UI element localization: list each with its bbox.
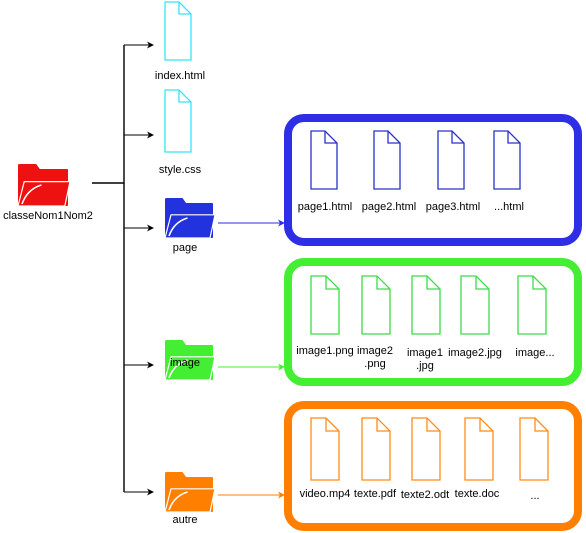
file-label-index-html: index.html	[154, 70, 206, 82]
root-folder-icon	[17, 164, 71, 207]
file-label-image2-jpg: image2.jpg	[448, 347, 502, 359]
tree-branch-arrow-4	[124, 488, 154, 496]
autre-file-icon-5	[519, 417, 549, 481]
file-label-image-more: image...	[515, 347, 555, 359]
autre-file-icon-3	[411, 417, 441, 481]
page-file-icon-1	[310, 130, 338, 190]
file-label-texte-pdf: texte.pdf	[353, 488, 397, 500]
file-label-image2-png: image2 .png	[356, 345, 394, 370]
root-folder-label: classeNom1Nom2	[3, 210, 93, 222]
tree-branch-arrow-0	[124, 41, 154, 49]
file-label-page1: page1.html	[297, 201, 353, 213]
file-label-style-css: style.css	[158, 164, 202, 176]
index-html-file-icon	[164, 1, 192, 61]
file-label-autre-more: ...	[530, 490, 540, 502]
image-folder-icon	[164, 340, 216, 381]
image-arrow	[218, 363, 285, 371]
icons-layer	[17, 1, 549, 513]
image-file-icon-4	[460, 275, 490, 335]
page-file-icon-2	[373, 130, 401, 190]
image-file-icon-3	[411, 275, 441, 335]
connector-lines	[92, 41, 285, 499]
folder-label-image: image	[170, 357, 200, 369]
file-label-video-mp4: video.mp4	[299, 488, 351, 500]
page-arrow	[218, 219, 285, 227]
image-file-icon-1	[310, 275, 340, 335]
image-file-icon-2	[361, 275, 391, 335]
tree-branch-arrow-1	[124, 131, 154, 139]
file-label-page-more: ...html	[494, 201, 524, 213]
file-label-texte-doc: texte.doc	[454, 488, 500, 500]
autre-file-icon-1	[310, 417, 340, 481]
tree-branch-arrow-3	[124, 361, 154, 369]
file-label-page3: page3.html	[425, 201, 481, 213]
folder-label-page: page	[172, 242, 198, 254]
page-file-icon-4	[493, 130, 521, 190]
file-label-page2: page2.html	[361, 201, 417, 213]
style-css-file-icon	[164, 89, 192, 153]
image-file-icon-5	[517, 275, 547, 335]
file-label-image1-jpg: image1 .jpg	[406, 347, 444, 372]
autre-folder-icon	[164, 472, 216, 513]
page-folder-icon	[164, 198, 216, 239]
file-label-image1-png: image1.png	[296, 345, 354, 357]
folder-label-autre: autre	[172, 514, 198, 526]
page-file-icon-3	[437, 130, 465, 190]
tree-branch-arrow-2	[124, 224, 154, 232]
autre-file-icon-2	[361, 417, 391, 481]
autre-arrow	[218, 491, 285, 499]
autre-file-icon-4	[464, 417, 494, 481]
file-label-texte2-odt: texte2.odt	[400, 489, 450, 501]
